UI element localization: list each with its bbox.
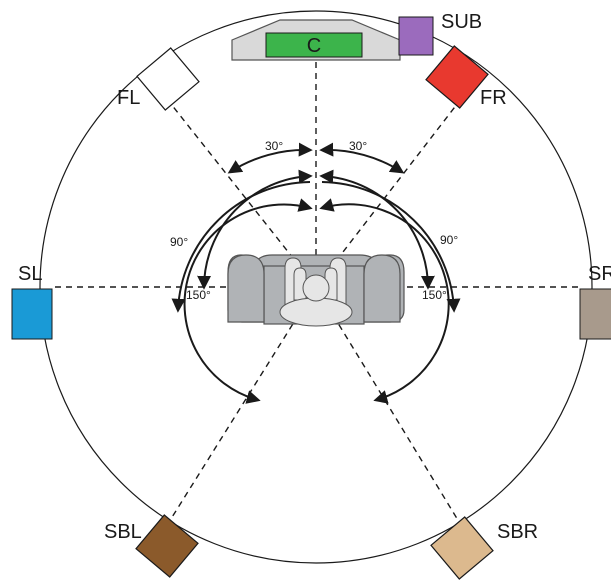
arc-right-150 — [319, 198, 450, 404]
arc-left-30 — [227, 142, 313, 174]
angle-label-left-30: 30° — [265, 139, 283, 153]
side-back-left-label: SBL — [104, 521, 142, 543]
arc-right-90 — [319, 169, 435, 290]
center-speaker: C — [231, 19, 401, 61]
angle-label-left-90: 90° — [170, 235, 188, 249]
arc-left-150 — [183, 198, 313, 404]
side-left-label: SL — [18, 263, 42, 285]
armrest-left — [227, 254, 265, 323]
angle-label-left-150: 150° — [186, 288, 211, 302]
arc-left-90 — [197, 169, 313, 290]
head — [302, 274, 330, 302]
side-back-right-label: SBR — [497, 521, 538, 543]
armrest-right — [363, 254, 401, 323]
arc-right-30 — [319, 142, 405, 174]
front-right-label: FR — [480, 87, 507, 109]
body — [279, 297, 353, 327]
side-left-speaker — [11, 288, 53, 340]
listener-seat — [227, 254, 405, 327]
center-speaker-driver — [265, 32, 363, 58]
angle-label-right-90: 90° — [440, 233, 458, 247]
subwoofer-speaker — [398, 16, 434, 56]
front-left-label: FL — [117, 87, 140, 109]
arc-left-outer-150 — [171, 181, 311, 313]
listening-circle — [39, 10, 593, 564]
angle-label-right-30: 30° — [349, 139, 367, 153]
side-back-right-speaker — [430, 516, 494, 580]
subwoofer-label: SUB — [441, 11, 482, 33]
side-right-speaker — [579, 288, 611, 340]
angle-label-right-150: 150° — [422, 288, 447, 302]
front-left-speaker — [136, 47, 200, 111]
front-right-speaker — [425, 45, 489, 109]
angle-arcs — [171, 142, 461, 404]
arc-right-outer-150 — [321, 181, 461, 313]
side-back-left-speaker — [135, 514, 199, 578]
center-speaker-label: C — [307, 35, 321, 57]
side-right-label: SR — [588, 263, 611, 285]
